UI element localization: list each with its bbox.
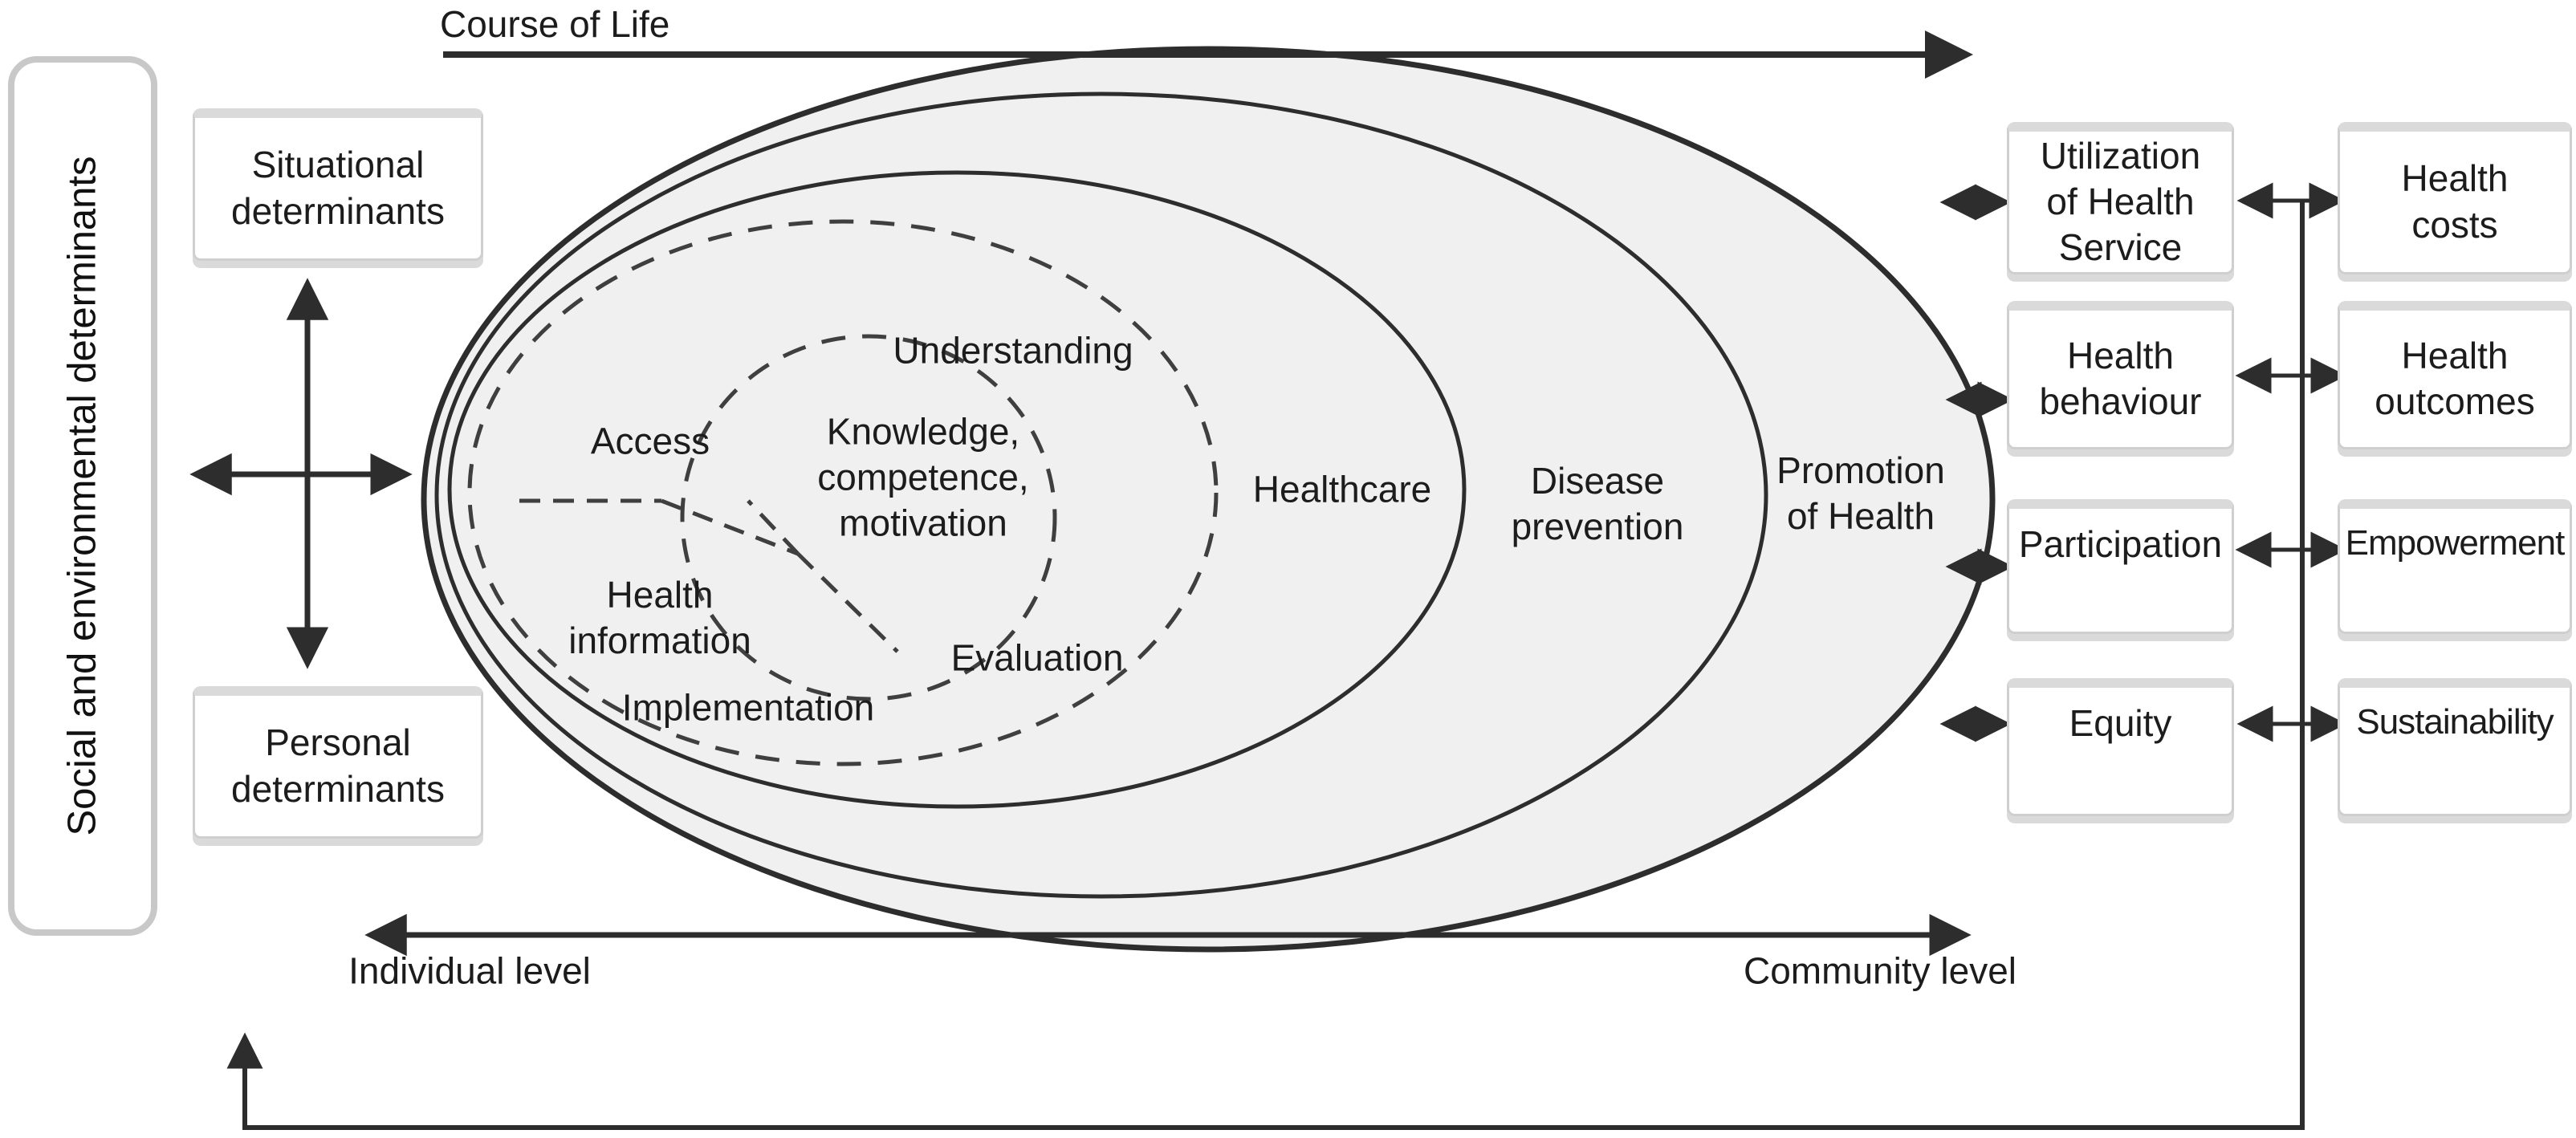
equity-box: Equity	[2007, 678, 2234, 816]
health-information-label: Health information	[568, 573, 751, 661]
empowerment-box: Empowerment	[2338, 499, 2572, 634]
dashed-circle-core	[680, 334, 1057, 701]
dashed-process-arrow	[519, 498, 899, 653]
ellipse-healthcare	[447, 170, 1467, 809]
feedback-connector-line	[226, 202, 2305, 1130]
disease-prevention-label: Disease prevention	[1511, 459, 1684, 547]
knowledge-competence-motivation-label: Knowledge, competence, motivation	[817, 410, 1029, 544]
personal-determinants-box: Personal determinants	[193, 686, 483, 839]
social-environmental-determinants-panel: Social and environmental determinants	[8, 56, 157, 936]
access-label: Access	[590, 420, 710, 462]
health-costs-box: Health costs	[2338, 122, 2572, 274]
health-outcomes-box: Health outcomes	[2338, 301, 2572, 449]
community-level-label: Community level	[1744, 949, 2016, 992]
implementation-label: Implementation	[621, 686, 875, 729]
situational-determinants-box: Situational determinants	[193, 108, 483, 261]
dashed-ellipse-health-literacy	[467, 219, 1219, 766]
health-behaviour-box: Health behaviour	[2007, 301, 2234, 449]
ellipse-disease-prevention	[434, 91, 1768, 899]
social-environmental-determinants-label: Social and environmental determinants	[61, 156, 104, 836]
course-of-life-label: Course of Life	[440, 3, 670, 45]
individual-level-label: Individual level	[348, 949, 591, 992]
promotion-of-health-label: Promotion of Health	[1776, 449, 1945, 537]
evaluation-label: Evaluation	[950, 636, 1124, 679]
understanding-label: Understanding	[893, 329, 1133, 372]
utilization-of-health-service-box: Utilization of Health Service	[2007, 122, 2234, 274]
sustainability-box: Sustainability	[2338, 678, 2572, 816]
healthcare-label: Healthcare	[1252, 468, 1432, 510]
participation-box: Participation	[2007, 499, 2234, 634]
